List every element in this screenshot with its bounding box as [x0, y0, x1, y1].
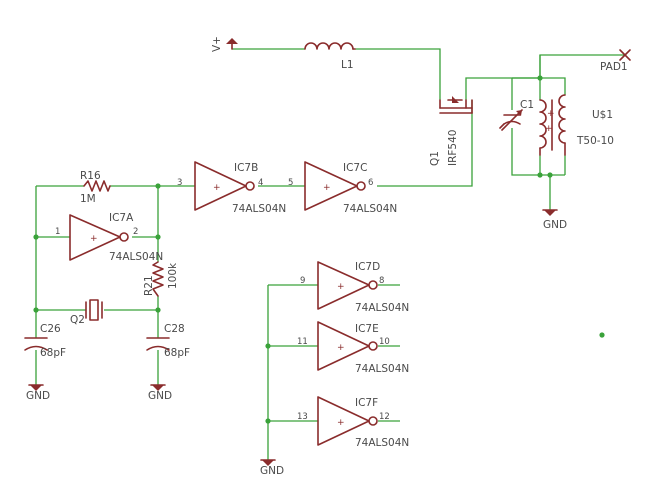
gnd-c28: GND [148, 384, 172, 402]
c26-value: 68pF [40, 347, 66, 359]
irf540-label: IRF540 [447, 130, 459, 166]
q1-label: Q1 [429, 151, 441, 166]
svg-text:+: + [323, 183, 331, 193]
svg-text:+: + [545, 124, 553, 134]
inductor-l1: L1 [304, 42, 356, 71]
gate-ic7b: + 3 4 IC7B 74ALS04N [177, 161, 286, 215]
t5010-label: T50-10 [576, 135, 614, 147]
r21-value: 100k [167, 262, 179, 289]
svg-text:8: 8 [379, 276, 384, 286]
junctions [33, 75, 605, 424]
svg-text:3: 3 [177, 178, 182, 188]
vplus-supply: V+ [211, 36, 238, 52]
gnd-bottom: GND [260, 459, 284, 477]
ic7b-type: 74ALS04N [232, 203, 286, 215]
mosfet-q1: Q1 IRF540 [429, 96, 473, 166]
pad1-label: PAD1 [600, 61, 628, 73]
svg-text:12: 12 [379, 412, 390, 422]
svg-text:+: + [547, 109, 555, 119]
svg-text:9: 9 [300, 276, 305, 286]
gnd-c28-label: GND [148, 390, 172, 402]
ic7c-type: 74ALS04N [343, 203, 397, 215]
svg-text:11: 11 [297, 337, 308, 347]
ic7a-label: IC7A [109, 212, 134, 224]
gate-ic7c: + 5 6 IC7C 74ALS04N [288, 161, 397, 215]
c1-label: C1 [520, 99, 534, 111]
resistor-r21: R21 100k [143, 261, 179, 297]
ic7f-type: 74ALS04N [355, 437, 409, 449]
r16-label: R16 [80, 170, 101, 182]
gnd-bottom-label: GND [260, 465, 284, 477]
ic7e-type: 74ALS04N [355, 363, 409, 375]
tank-circuit: C1 + + U$1 T50-10 [499, 94, 614, 156]
svg-text:10: 10 [379, 337, 390, 347]
c28-label: C28 [164, 323, 185, 335]
svg-text:1: 1 [55, 227, 60, 237]
r21-label: R21 [143, 275, 155, 296]
ic7c-label: IC7C [343, 162, 367, 174]
crystal-q2: Q2 [70, 299, 103, 326]
svg-text:13: 13 [297, 412, 308, 422]
r16-value: 1M [80, 193, 96, 205]
gnd-top-label: GND [543, 219, 567, 231]
q2-label: Q2 [70, 314, 85, 326]
ic7a-type: 74ALS04N [109, 251, 163, 263]
capacitor-c26: C26 68pF [24, 323, 66, 359]
pad1: PAD1 [600, 49, 631, 73]
svg-text:+: + [337, 418, 345, 428]
l1-label: L1 [341, 59, 354, 71]
ic7b-label: IC7B [234, 162, 258, 174]
gnd-tank: GND [542, 209, 567, 231]
svg-text:4: 4 [258, 178, 263, 188]
svg-text:+: + [213, 183, 221, 193]
capacitor-c28: C28 68pF [146, 323, 190, 359]
svg-text:6: 6 [368, 178, 373, 188]
resistor-r16: R16 1M [80, 170, 111, 205]
svg-text:+: + [337, 282, 345, 292]
ic7d-label: IC7D [355, 261, 380, 273]
gnd-c26: GND [26, 384, 50, 402]
gate-ic7d: + 9 8 IC7D 74ALS04N [300, 261, 409, 314]
ic7d-type: 74ALS04N [355, 302, 409, 314]
us1-label: U$1 [592, 109, 613, 121]
c26-label: C26 [40, 323, 61, 335]
gnd-c26-label: GND [26, 390, 50, 402]
vplus-label: V+ [211, 36, 223, 52]
gate-ic7f: + 13 12 IC7F 74ALS04N [297, 396, 409, 449]
svg-text:2: 2 [133, 227, 138, 237]
svg-text:+: + [90, 234, 98, 244]
wires [35, 48, 625, 460]
gate-ic7e: + 11 10 IC7E 74ALS04N [297, 321, 409, 375]
c28-value: 68pF [164, 347, 190, 359]
gate-ic7a: + 1 2 IC7A 74ALS04N [55, 212, 163, 263]
svg-text:+: + [337, 343, 345, 353]
ic7f-label: IC7F [355, 397, 378, 409]
svg-text:5: 5 [288, 178, 293, 188]
ic7e-label: IC7E [355, 323, 379, 335]
